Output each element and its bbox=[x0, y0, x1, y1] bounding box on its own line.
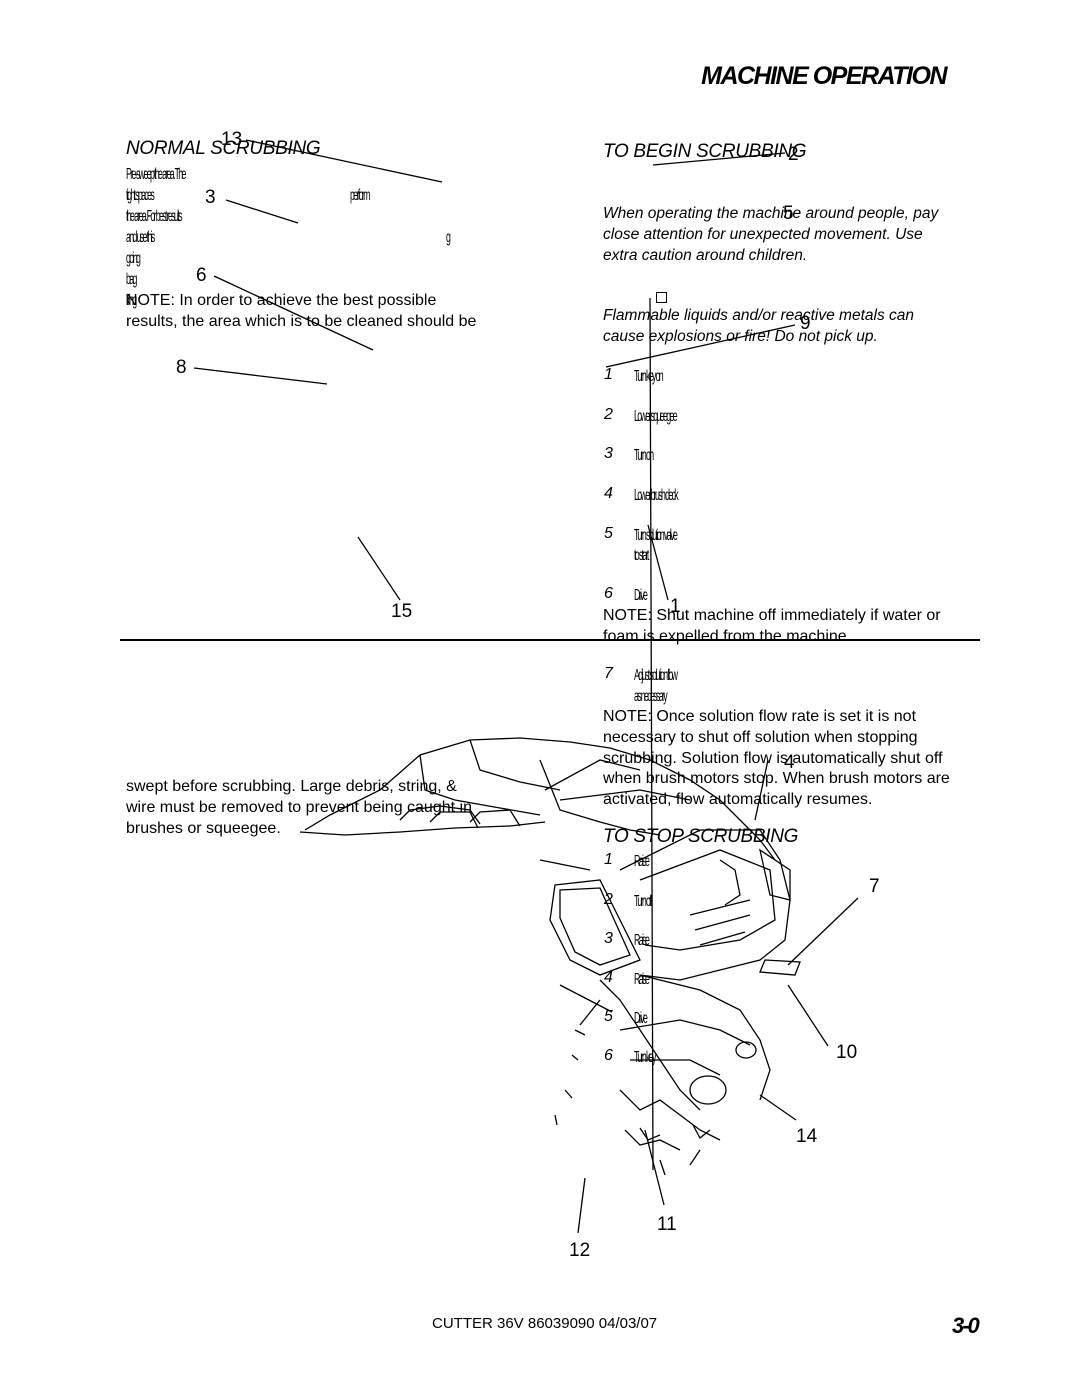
tank-outline bbox=[549, 879, 641, 976]
callout-number: 2 bbox=[788, 144, 799, 165]
leader-line bbox=[647, 524, 669, 601]
continued-line: swept before scrubbing. Large debris, st… bbox=[126, 778, 457, 795]
continued-line: brushes or squeegee. bbox=[126, 820, 281, 837]
step-number: 2 bbox=[604, 891, 613, 908]
step-text: Turn key on bbox=[634, 368, 664, 385]
leader-line bbox=[759, 1094, 797, 1121]
callout-number: 10 bbox=[836, 1042, 858, 1063]
garbled-line: Pre-sweep the area. The bbox=[126, 166, 186, 183]
callout-number: 13 bbox=[221, 129, 243, 150]
step-text: Drive bbox=[634, 587, 648, 604]
step-text: Drive bbox=[634, 1010, 648, 1027]
wheel bbox=[735, 1041, 757, 1059]
step-text: Adjust solution flow bbox=[634, 667, 678, 684]
leader-line bbox=[213, 275, 374, 351]
leader-line bbox=[652, 152, 786, 166]
body-outline bbox=[619, 829, 791, 981]
handlebar-outline bbox=[304, 737, 776, 861]
step-text: Lower squeegee bbox=[634, 408, 678, 425]
leader-line bbox=[754, 759, 769, 821]
callout-number: 12 bbox=[569, 1240, 591, 1261]
garbled-paragraph: Pre-sweep the area. The tight spaces the… bbox=[126, 164, 486, 311]
garbled-word: perform bbox=[350, 187, 370, 204]
step-text: Turn on bbox=[634, 447, 654, 464]
callout-number: 5 bbox=[783, 203, 794, 224]
callout-number: 9 bbox=[800, 313, 811, 334]
note-line: necessary to shut off solution when stop… bbox=[603, 729, 918, 746]
warning-line: extra caution around children. bbox=[603, 247, 808, 264]
step-number: 4 bbox=[604, 485, 613, 502]
step-number: 7 bbox=[604, 665, 613, 682]
page-header: MACHINE OPERATION bbox=[701, 62, 947, 90]
note-line: NOTE: Shut machine off immediately if wa… bbox=[603, 607, 941, 624]
callout-number: 8 bbox=[176, 357, 187, 378]
leader-line bbox=[245, 139, 443, 183]
step-number: 2 bbox=[604, 406, 613, 423]
footer-text: CUTTER 36V 86039090 04/03/07 bbox=[432, 1315, 658, 1332]
continued-line: wire must be removed to prevent being ca… bbox=[126, 799, 472, 816]
step-number: 1 bbox=[604, 366, 613, 383]
warning-line: close attention for unexpected movement.… bbox=[603, 226, 923, 243]
step-number: 5 bbox=[604, 1008, 613, 1025]
step-number: 3 bbox=[604, 445, 613, 462]
step-number: 3 bbox=[604, 930, 613, 947]
step-text: Turn off bbox=[634, 893, 652, 910]
step-text: Turn key bbox=[634, 1049, 656, 1066]
garbled-line: tight spaces bbox=[126, 187, 155, 204]
garbled-line: and use this bbox=[126, 229, 155, 246]
note-line: scrubbing. Solution flow is automaticall… bbox=[603, 750, 943, 767]
leader-line bbox=[225, 199, 299, 224]
leader-line bbox=[577, 1177, 586, 1234]
garbled-line: the area. For best results bbox=[126, 208, 183, 225]
callout-number: 7 bbox=[869, 876, 880, 897]
leader-line bbox=[649, 297, 654, 1171]
garbled-line: bag bbox=[126, 271, 137, 288]
wheel bbox=[689, 1075, 727, 1105]
garbled-line: king bbox=[126, 292, 137, 309]
step-number: 6 bbox=[604, 1047, 613, 1064]
callout-number: 15 bbox=[391, 601, 413, 622]
callout-number: 4 bbox=[784, 752, 795, 773]
callout-number: 1 bbox=[670, 596, 681, 617]
leader-line bbox=[787, 897, 859, 966]
normal-scrubbing-heading: NORMAL SCRUBBING bbox=[126, 138, 321, 159]
step-text: to start bbox=[634, 547, 649, 564]
handle-grip bbox=[759, 959, 801, 976]
callout-number: 11 bbox=[657, 1214, 677, 1235]
step-number: 5 bbox=[604, 525, 613, 542]
leader-line bbox=[357, 536, 401, 601]
leader-line bbox=[193, 367, 328, 385]
step-text: Lower brush deck bbox=[634, 487, 679, 504]
warning-line: When operating the machine around people… bbox=[603, 205, 939, 222]
leader-line bbox=[605, 324, 796, 368]
note-line: when brush motors stop. When brush motor… bbox=[603, 770, 950, 787]
page-number: 3-0 bbox=[952, 1313, 980, 1338]
garbled-word: g bbox=[446, 229, 451, 246]
callout-number: 6 bbox=[196, 265, 207, 286]
step-number: 4 bbox=[604, 969, 613, 986]
warning-icon bbox=[656, 292, 667, 303]
step-number: 1 bbox=[604, 851, 613, 868]
garbled-line: going bbox=[126, 250, 141, 267]
note-line: results, the area which is to be cleaned… bbox=[126, 313, 477, 330]
warning-line: Flammable liquids and/or reactive metals… bbox=[603, 307, 914, 324]
note-line: NOTE: Once solution flow rate is set it … bbox=[603, 708, 917, 725]
callout-number: 3 bbox=[205, 187, 216, 208]
callout-number: 14 bbox=[796, 1126, 818, 1147]
note-line: NOTE: In order to achieve the best possi… bbox=[126, 292, 437, 309]
step-number: 6 bbox=[604, 585, 613, 602]
leader-line bbox=[787, 984, 829, 1047]
step-text: Turn solution valve bbox=[634, 527, 678, 544]
note-line: activated, flow automatically resumes. bbox=[603, 791, 873, 808]
to-begin-scrubbing-heading: TO BEGIN SCRUBBING bbox=[603, 141, 807, 162]
